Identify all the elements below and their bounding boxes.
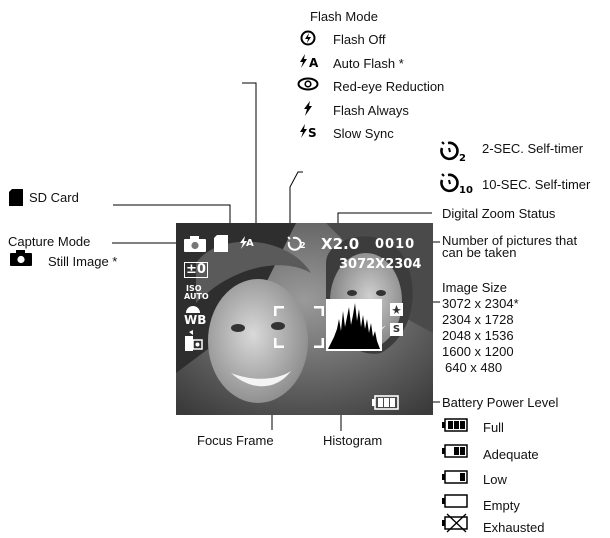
flash-always-label: Flash Always <box>333 103 409 118</box>
battery-exhausted-icon <box>442 513 468 533</box>
histogram-label: Histogram <box>323 433 383 448</box>
stabilizer-osd-icon <box>390 303 403 316</box>
battery-full-label: Full <box>483 420 504 435</box>
image-size-item: 3072 x 2304* <box>442 296 519 311</box>
battery-osd-icon <box>372 395 399 410</box>
svg-text:S: S <box>308 126 317 139</box>
battery-low-icon <box>442 470 468 484</box>
battery-adequate-icon <box>442 444 468 458</box>
timer-osd-sub: 2 <box>300 241 306 250</box>
timer-2-label: 2-SEC. Self-timer <box>482 141 584 156</box>
camera-icon <box>10 250 32 266</box>
flash-mode-title: Flash Mode <box>310 9 378 24</box>
auto-flash-label: Auto Flash * <box>333 56 404 71</box>
pictures-label-line2: can be taken <box>442 245 517 260</box>
self-timer-10-icon: 10 <box>440 173 473 194</box>
self-timer-2-icon: 2 <box>440 141 466 162</box>
wb-osd: WB <box>184 313 207 327</box>
histogram <box>326 299 382 351</box>
still-image-label: Still Image * <box>48 254 118 269</box>
battery-empty-icon <box>442 494 468 508</box>
image-size-item: 640 x 480 <box>445 360 503 375</box>
battery-full-icon <box>442 418 468 432</box>
image-size-item: 2304 x 1728 <box>442 312 514 327</box>
battery-exhausted-label: Exhausted <box>483 520 545 535</box>
slow-sync-label: Slow Sync <box>333 126 394 141</box>
sd-card-icon <box>9 189 23 206</box>
capture-mode-title: Capture Mode <box>8 234 91 249</box>
battery-adequate-label: Adequate <box>483 447 539 462</box>
flash-always-icon <box>304 101 312 116</box>
digital-zoom-label: Digital Zoom Status <box>442 206 556 221</box>
timer-10-label: 10-SEC. Self-timer <box>482 177 591 192</box>
size-osd: 3072X2304 <box>339 257 422 272</box>
image-size-item: 1600 x 1200 <box>442 344 514 359</box>
auto-flash-icon: A <box>300 54 319 69</box>
capture-mode-osd-icon <box>184 236 206 252</box>
flash-osd-text: A <box>246 238 254 249</box>
ev-osd: ±0 <box>184 262 208 278</box>
svg-text:10: 10 <box>459 185 473 194</box>
lcd-preview: A 2 X2.0 0010 3072X2304 ±0 ISO AUTO WB <box>176 223 433 415</box>
red-eye-label: Red-eye Reduction <box>333 79 445 94</box>
focus-frame <box>274 306 324 348</box>
flash-off-label: Flash Off <box>333 32 386 47</box>
flash-osd-icon <box>240 236 247 249</box>
histogram-graph <box>328 303 380 349</box>
battery-empty-label: Empty <box>483 498 520 513</box>
svg-text:A: A <box>309 56 319 69</box>
preview-photo <box>176 223 433 415</box>
battery-low-label: Low <box>483 472 507 487</box>
wb-sun-icon <box>186 306 200 313</box>
image-size-item: 2048 x 1536 <box>442 328 514 343</box>
battery-title: Battery Power Level <box>442 395 559 410</box>
focus-frame-label: Focus Frame <box>197 433 274 448</box>
pictures-label-line1: Number of pictures that <box>442 233 578 248</box>
svg-text:2: 2 <box>459 153 466 162</box>
iso-osd-bottom: AUTO <box>184 292 209 301</box>
slow-sync-icon: S <box>300 124 317 139</box>
s-badge-osd: S <box>390 323 403 336</box>
iso-osd-top: ISO <box>186 284 202 293</box>
sd-card-osd-icon <box>214 235 228 252</box>
metering-osd-icon <box>185 330 203 351</box>
zoom-osd: X2.0 <box>321 235 360 253</box>
red-eye-icon <box>297 77 319 91</box>
timer-osd-icon <box>287 236 302 251</box>
count-osd: 0010 <box>375 237 416 252</box>
flash-off-icon <box>300 30 316 46</box>
sd-card-label: SD Card <box>29 190 79 205</box>
image-size-title: Image Size <box>442 280 508 295</box>
